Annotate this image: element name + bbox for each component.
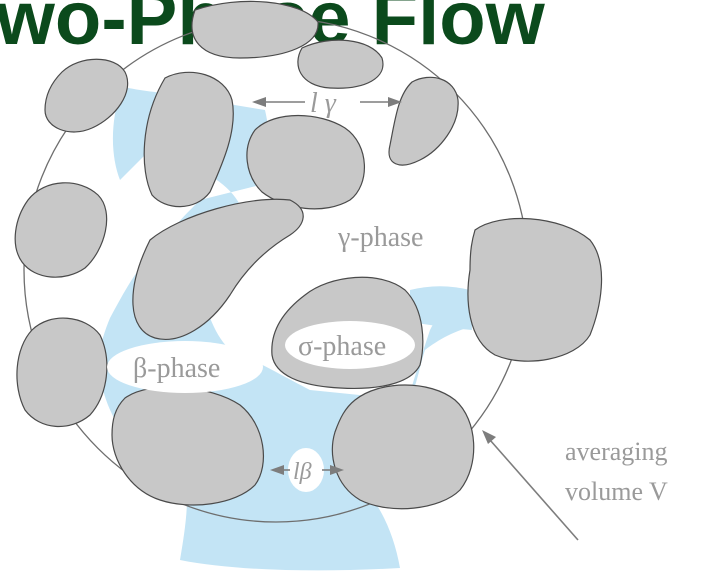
- solid-grains: [14, 0, 603, 510]
- l-gamma-dimension: [252, 97, 402, 107]
- beta-phase-label: β-phase: [133, 353, 220, 384]
- beta-label-bg: [107, 341, 263, 393]
- l-beta-label: lβ: [293, 459, 312, 485]
- averaging-label-line1: averaging: [565, 437, 668, 466]
- sigma-phase-label: σ-phase: [298, 331, 386, 362]
- sigma-label-bg: [285, 321, 415, 369]
- l-beta-dimension: [270, 465, 344, 475]
- averaging-label-line2: volume V: [565, 477, 668, 506]
- gamma-phase-label: γ-phase: [337, 222, 423, 253]
- lbeta-label-bg: [288, 448, 324, 492]
- l-gamma-label: l γ: [310, 88, 337, 119]
- averaging-volume-pointer: [482, 430, 579, 541]
